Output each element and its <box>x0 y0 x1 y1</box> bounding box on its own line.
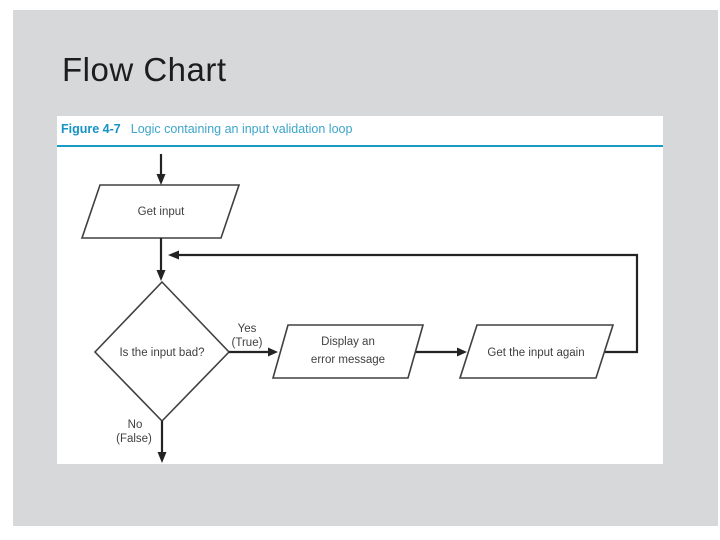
flowchart-node-get-input-again <box>458 324 615 379</box>
figure-caption: Logic containing an input validation loo… <box>130 122 353 136</box>
node-label-get-input: Get input <box>138 206 185 218</box>
arrowhead-right-icon <box>268 347 278 357</box>
figure-caption-row: Figure 4-7 Logic containing an input vali… <box>61 122 659 136</box>
node-label-is-input-bad: Is the input bad? <box>119 347 204 359</box>
arrowhead-down-icon <box>156 270 166 281</box>
figure-label: Figure 4-7 <box>61 122 121 136</box>
slide-background: Flow Chart Figure 4-7 Logic containing an… <box>13 10 718 526</box>
arrowhead-left-icon <box>168 250 179 260</box>
flowchart-diagram: Get input Is the input bad? Yes (True) D… <box>80 154 639 463</box>
edge-label-no-sub: (False) <box>116 433 152 445</box>
figure-panel: Figure 4-7 Logic containing an input vali… <box>57 116 663 464</box>
node-label-display-error-line2: error message <box>311 354 385 366</box>
edge-label-yes-sub: (True) <box>232 337 263 349</box>
flowchart-node-get-input <box>80 184 241 239</box>
edge-label-no: No <box>128 419 143 431</box>
figure-accent-rule <box>57 145 663 147</box>
arrowhead-down-icon <box>157 452 167 463</box>
node-label-get-input-again: Get the input again <box>487 347 584 359</box>
flow-loop-back-line <box>179 253 639 354</box>
arrowhead-right-icon <box>457 347 467 357</box>
arrowhead-down-icon <box>156 174 166 185</box>
edge-label-yes: Yes <box>238 323 257 335</box>
flowchart-node-display-error <box>271 324 425 379</box>
node-label-display-error-line1: Display an <box>321 336 375 348</box>
page-title: Flow Chart <box>62 51 227 88</box>
